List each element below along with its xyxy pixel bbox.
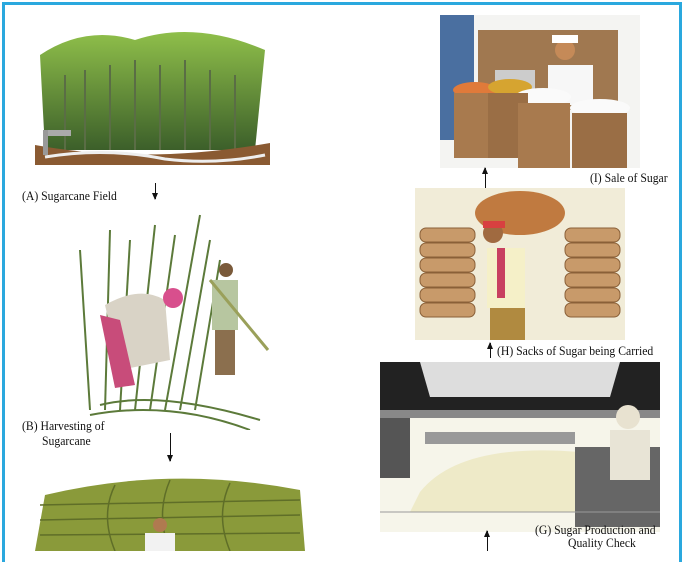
step-b-label-line2: Sugarcane bbox=[42, 433, 91, 448]
step-g-label-line1: (G) Sugar Production and bbox=[535, 522, 656, 537]
arrow-a-to-b bbox=[152, 183, 158, 200]
arrow-g-to-h bbox=[487, 342, 493, 358]
sack-carrier-image bbox=[415, 188, 625, 340]
sugar-factory-image bbox=[380, 362, 660, 532]
step-h-label: (H) Sacks of Sugar being Carried bbox=[497, 343, 654, 358]
step-a-label: (A) Sugarcane Field bbox=[22, 188, 117, 203]
sugar-shop-image bbox=[440, 15, 640, 168]
cane-bundles-image bbox=[30, 465, 305, 551]
sugarcane-field-image bbox=[25, 15, 275, 170]
arrow-f-to-g bbox=[484, 530, 490, 551]
arrow-h-to-i bbox=[482, 167, 488, 188]
step-b-label-line1: (B) Harvesting of bbox=[22, 418, 105, 433]
step-g-label-line2: Quality Check bbox=[568, 535, 636, 550]
harvesting-image bbox=[60, 210, 275, 430]
step-i-label: (I) Sale of Sugar bbox=[590, 170, 668, 185]
arrow-b-to-c bbox=[167, 433, 173, 462]
